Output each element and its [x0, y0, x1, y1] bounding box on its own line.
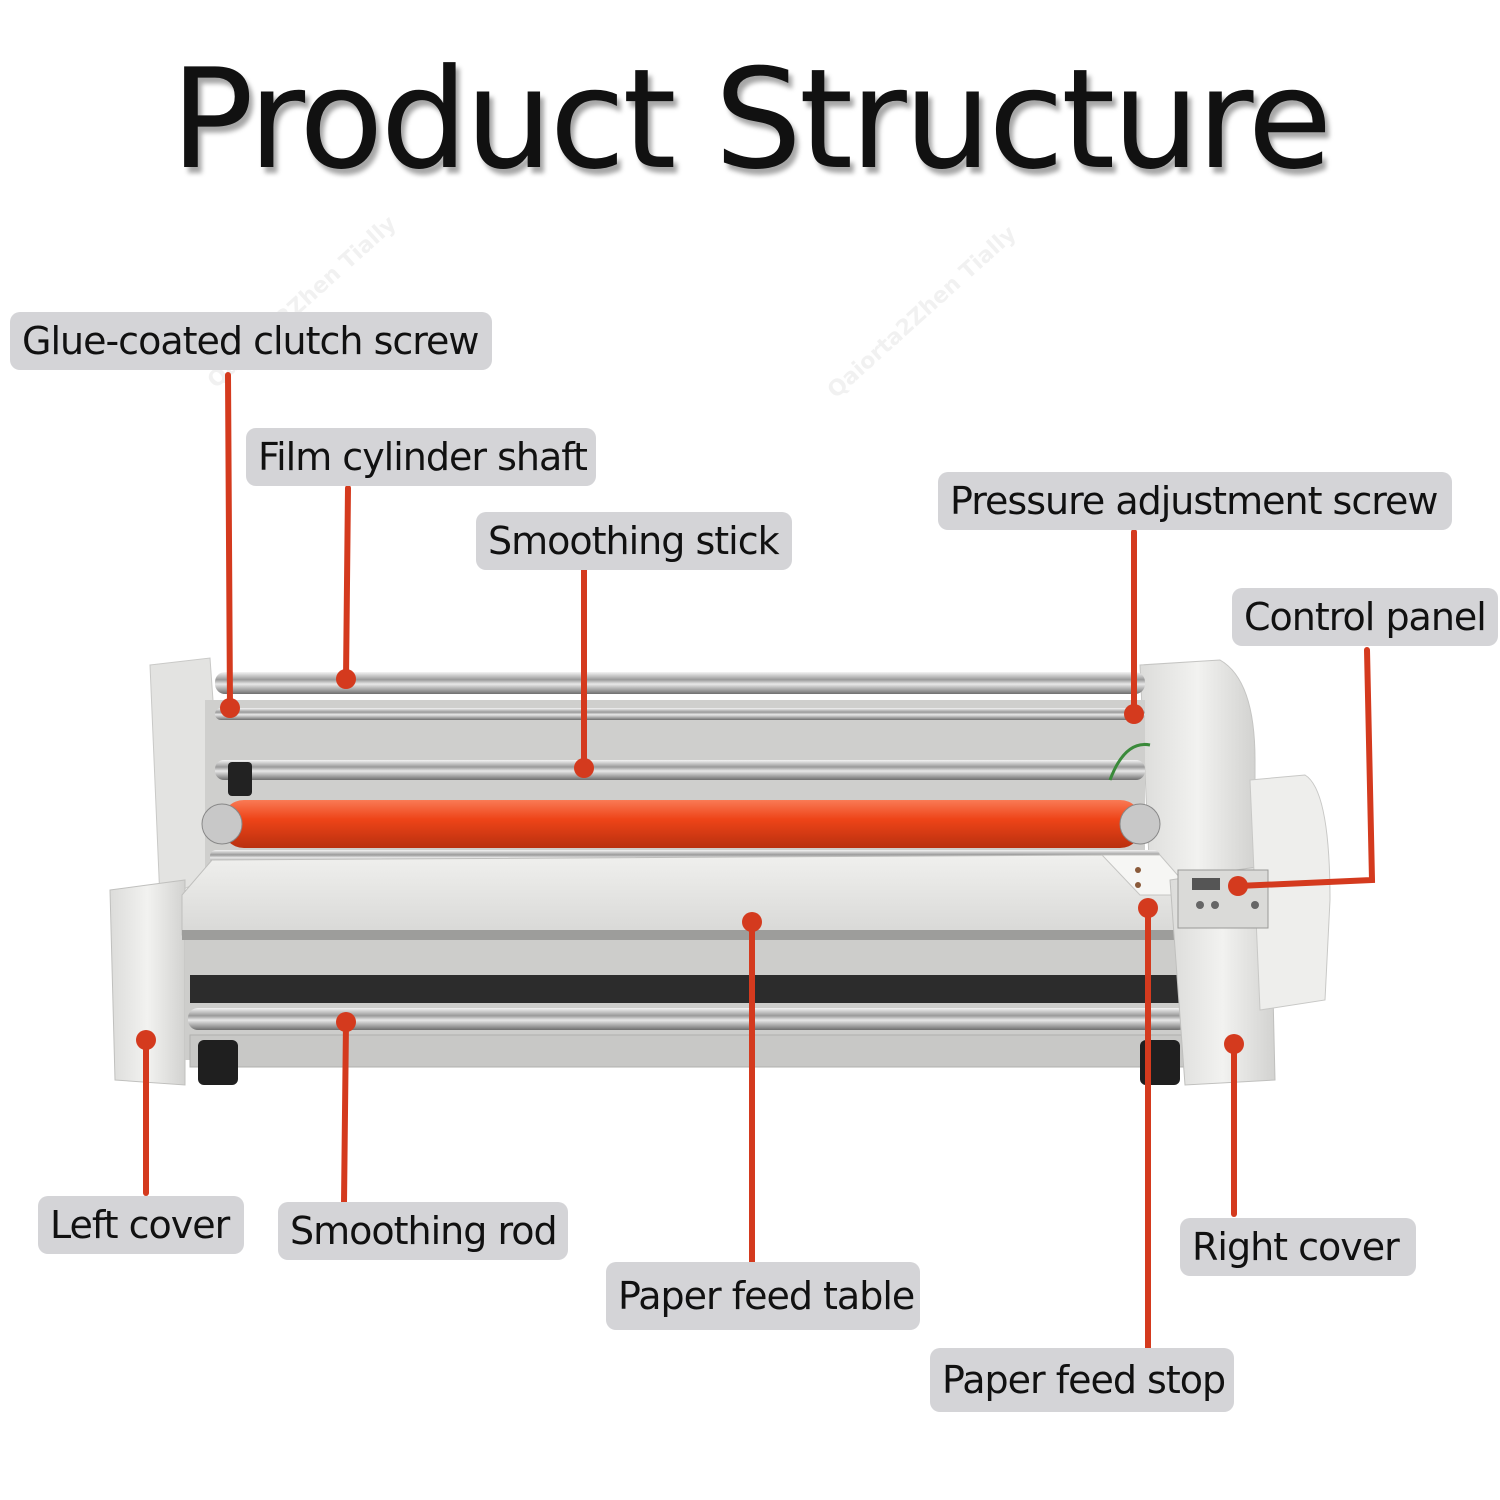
lower-bar: [190, 975, 1190, 1003]
paper-feed-table: [181, 854, 1196, 936]
label-right-cover: Right cover: [1180, 1218, 1416, 1276]
label-left-cover: Left cover: [38, 1196, 244, 1254]
label-pressure-adjustment-screw: Pressure adjustment screw: [938, 472, 1452, 530]
roller-end-left: [201, 803, 243, 845]
control-panel-housing: [1249, 774, 1331, 1011]
leader-control-panel: [1235, 647, 1376, 889]
wire: [1108, 742, 1151, 781]
control-button: [1251, 901, 1259, 909]
control-button: [1211, 901, 1219, 909]
film-cylinder-shaft: [215, 672, 1145, 694]
callout-dot: [1224, 1034, 1244, 1054]
upper-shaft: [215, 708, 1145, 720]
label-glue-coated-clutch-screw: Glue-coated clutch screw: [10, 312, 492, 370]
control-button: [1196, 901, 1204, 909]
label-paper-feed-stop: Paper feed stop: [930, 1348, 1234, 1412]
label-film-cylinder-shaft: Film cylinder shaft: [246, 428, 596, 486]
callout-dot: [1138, 898, 1158, 918]
callout-dot: [336, 1012, 356, 1032]
left-foot: [198, 1040, 238, 1085]
right-side-frame: [1139, 659, 1256, 881]
control-panel-display: [1192, 878, 1220, 890]
label-smoothing-rod: Smoothing rod: [278, 1202, 568, 1260]
callout-dot: [220, 698, 240, 718]
callout-dot: [574, 758, 594, 778]
page-title: Product Structure: [170, 39, 1333, 200]
label-paper-feed-table: Paper feed table: [606, 1262, 920, 1330]
smoothing-stick-end: [228, 762, 252, 796]
callout-dot: [1228, 876, 1248, 896]
callout-dot: [336, 669, 356, 689]
roller-end-right: [1119, 803, 1161, 845]
label-control-panel: Control panel: [1232, 588, 1498, 646]
callout-dot: [1124, 704, 1144, 724]
table-edge: [182, 930, 1195, 940]
leader-glue-coated-clutch-screw: [225, 372, 233, 711]
control-panel: [1177, 869, 1269, 929]
stop-screw: [1135, 882, 1141, 888]
smoothing-rod: [188, 1008, 1188, 1030]
smoothing-stick: [215, 760, 1145, 780]
stop-screw: [1135, 867, 1141, 873]
callout-dot: [136, 1030, 156, 1050]
left-cover: [109, 879, 186, 1086]
leader-film-cylinder-shaft: [343, 485, 351, 682]
heat-roller: [222, 800, 1142, 848]
leader-smoothing-rod: [341, 1019, 349, 1206]
base-plate: [189, 1034, 1186, 1068]
label-smoothing-stick: Smoothing stick: [476, 512, 792, 570]
callout-dot: [742, 912, 762, 932]
